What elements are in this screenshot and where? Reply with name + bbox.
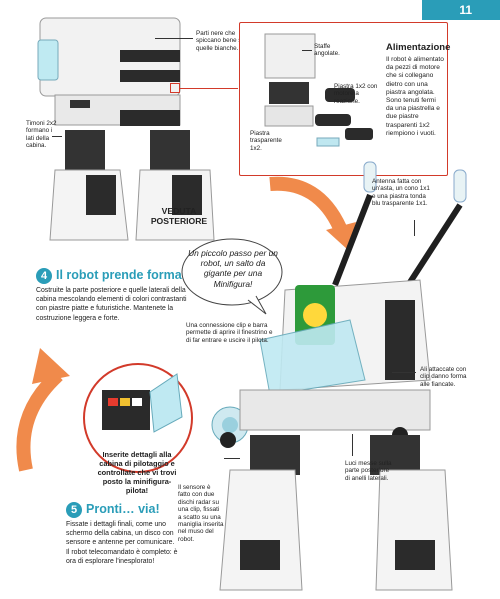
leader-line xyxy=(414,220,415,236)
leader-line xyxy=(392,372,416,373)
power-title: Alimentazione xyxy=(386,42,451,53)
step-4-number: 4 xyxy=(36,268,52,284)
back-view-robot-image xyxy=(37,17,215,241)
page-number: 11 xyxy=(459,3,472,17)
step-4-text: Costruite la parte posteriore e quelle l… xyxy=(36,287,187,322)
detail-marker xyxy=(170,83,180,93)
step-5-number: 5 xyxy=(66,502,82,518)
detail-leader-line xyxy=(180,88,238,89)
speech-bubble-shape xyxy=(181,238,283,315)
cockpit-inset-image xyxy=(83,363,193,473)
callout-ali: Ali attaccate con clip danno forma alle … xyxy=(420,366,467,388)
leader-line xyxy=(52,136,62,137)
callout-timoni: Timoni 2x2 formano i lati della cabina. xyxy=(26,120,57,150)
main-robot-image xyxy=(211,161,467,591)
leader-line xyxy=(155,38,193,39)
back-view-caption: VEDUTA POSTERIORE xyxy=(150,206,208,226)
engine-parts-image xyxy=(264,33,373,147)
step-5-title: Pronti… via! xyxy=(86,502,160,516)
arrow-left-head xyxy=(32,348,70,384)
callout-staffe: Staffe angolate. xyxy=(314,43,340,58)
page-number-tab xyxy=(422,0,500,20)
speech-bubble-text: Un piccolo passo per un robot, un salto … xyxy=(188,248,278,289)
callout-connessione: Una connessione clip e barra permette di… xyxy=(186,322,273,344)
power-text: Il robot è alimentato da pezzi di motore… xyxy=(386,56,444,137)
callout-piastra-trasparente: Piastra trasparente 1x2. xyxy=(250,130,282,152)
direction-arrows xyxy=(16,176,356,472)
leader-line xyxy=(302,50,312,51)
callout-antenna: Antenna fatta con un'asta, un cono 1x1 e… xyxy=(372,178,430,208)
leader-line xyxy=(224,458,240,459)
callout-parti-nere: Parti nere che spiccano bene su quelle b… xyxy=(196,30,246,52)
leader-line xyxy=(352,434,353,456)
cockpit-inset-caption: Inserite dettagli alla cabina di pilotag… xyxy=(97,450,177,495)
callout-sensore: Il sensore è fatto con due dischi radar … xyxy=(178,484,224,543)
callout-luci: Luci messe sulla parte posteriore di ane… xyxy=(345,460,392,482)
step-4-title: Il robot prende forma xyxy=(56,268,182,282)
step-5-text: Fissate i dettagli finali, come uno sche… xyxy=(66,521,178,565)
callout-piastra-motore: Piastra 1x2 con motore a reazione. xyxy=(334,83,378,105)
